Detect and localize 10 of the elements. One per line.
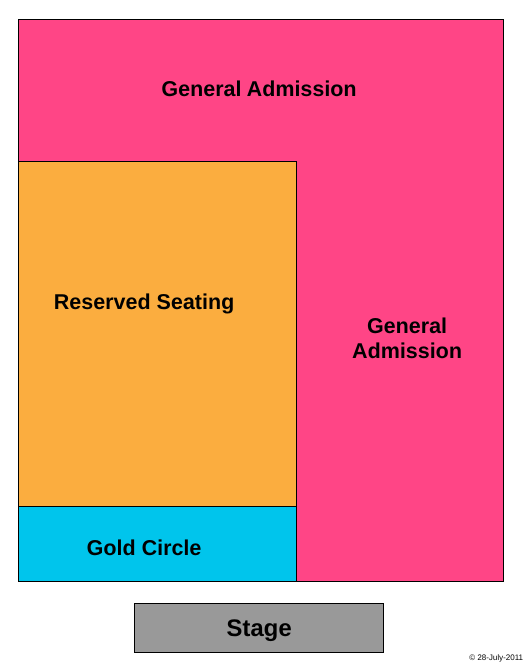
front-seating-area [18, 506, 297, 582]
section-label: Reserved Seating [54, 290, 234, 314]
copyright-note: © 28-July-2011 [469, 653, 523, 663]
section-label: Gold Circle [86, 536, 202, 560]
general-admission-area [18, 19, 504, 582]
section-label: General Admission [161, 76, 357, 102]
reserved-seating-area [18, 161, 297, 507]
section-label: Stage [226, 616, 292, 640]
stage-block [134, 603, 384, 653]
section-label: General Admission [351, 314, 463, 364]
